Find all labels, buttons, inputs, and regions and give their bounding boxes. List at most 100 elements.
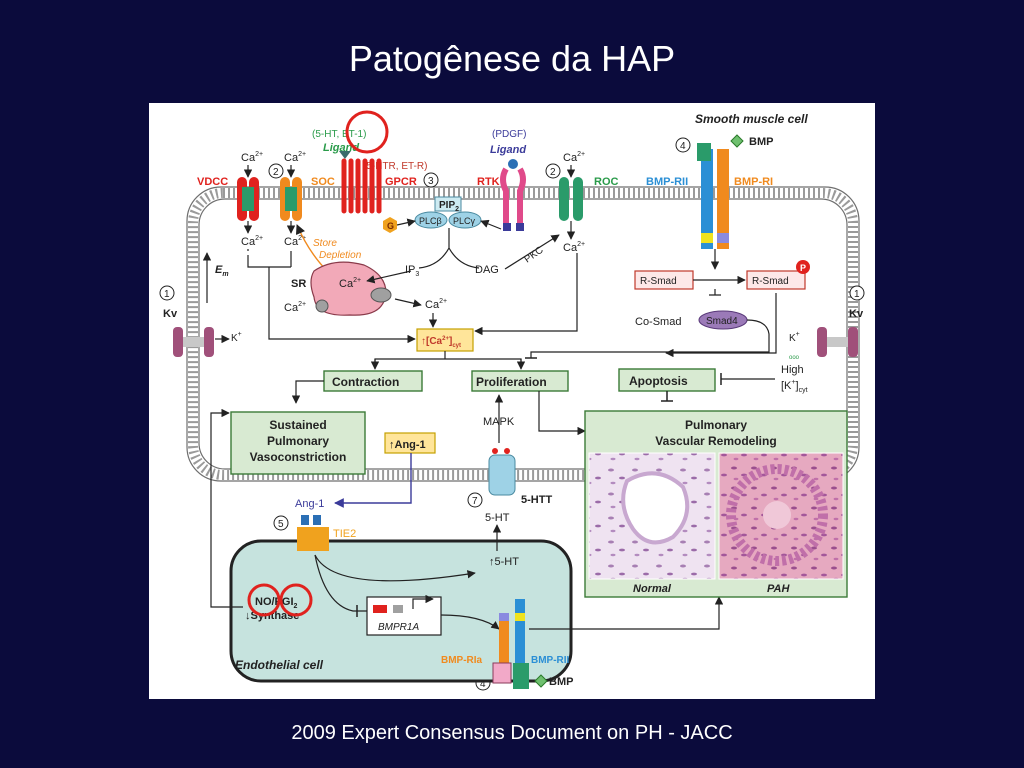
tie2-receptor [297, 527, 329, 551]
plc-gamma-label: PLCγ [453, 216, 476, 226]
normal-vessel-lumen [621, 471, 690, 545]
store-depletion-label-2: Depletion [319, 250, 362, 261]
sr-label: SR [291, 278, 306, 290]
remodeling-label-2: Vascular Remodeling [655, 434, 776, 448]
no-pgi-label: NO/PGI2 [255, 596, 298, 610]
r-smad-2-label: R-Smad [752, 276, 789, 287]
arrow-ang1 [334, 453, 412, 508]
proliferation-box [471, 370, 569, 392]
arrow-channels-cacyt [268, 267, 416, 344]
pip2-label: PIP2 [439, 200, 459, 213]
ligand-right-label: Ligand [490, 144, 526, 156]
bmp-r1a-ligand-site [492, 662, 512, 684]
pkc-label: PKC [522, 245, 545, 266]
bmp-r1a-receptor [499, 613, 509, 663]
store-depletion-label-1: Store [313, 238, 337, 249]
svg-text:2: 2 [273, 167, 279, 178]
tie2-block-1 [301, 515, 309, 525]
bmpr1a-gene-exon [393, 605, 403, 613]
five-htt-label: 5-HTT [521, 494, 552, 506]
slide-title: Patogênese da HAP [348, 38, 676, 79]
highlight-circle-ligand [345, 110, 389, 154]
phospho-badge [796, 260, 810, 274]
kv-left-channel-b [204, 327, 214, 357]
gpcr-receptor [341, 158, 382, 214]
pip2-box [434, 196, 462, 212]
ligand-right-icon [508, 159, 518, 169]
ca-vdcc-in: Ca2+ [241, 235, 263, 248]
bmp-r1a-label: BMP-RIa [441, 655, 483, 666]
ligand-left-icon [339, 151, 351, 159]
kv-left-label: Kv [163, 308, 178, 320]
svg-text:1: 1 [854, 289, 860, 300]
g-protein-label: G [387, 221, 394, 231]
sustained-label-2: Pulmonary [267, 434, 329, 448]
soc-pore [285, 187, 297, 211]
proliferation-label: Proliferation [476, 375, 547, 389]
svg-text:2: 2 [550, 167, 556, 178]
pathogenesis-figure: Smooth muscle cell (5-HT, ET-1) Ligand (… [149, 103, 875, 699]
roc-channel-left [559, 177, 569, 221]
five-htt-transporter [488, 454, 516, 496]
cacyt-split [374, 351, 522, 365]
five-ht-dot-1 [492, 448, 498, 454]
bmp-rii-bottom-kinase [515, 613, 525, 621]
soc-label: SOC [311, 176, 335, 188]
dag-label: DAG [475, 264, 499, 276]
ca-sr-pump: Ca2+ [284, 301, 306, 314]
kv-right-channel-a [817, 327, 827, 357]
bmp-rii-receptor-top [701, 149, 713, 249]
htr-label: (5-HTR, ET-R) [363, 161, 427, 172]
pah-vessel-wall [726, 464, 828, 566]
kv-right-label: Kv [849, 308, 864, 320]
bmp-r1a-kinase [499, 613, 509, 621]
sr-channel [370, 287, 392, 303]
bmp-top-icon [730, 134, 744, 148]
svg-text:5: 5 [278, 519, 284, 530]
co-smad-label: Co-Smad [635, 316, 681, 328]
ip3-label: IP3 [405, 264, 419, 278]
rtk-receptor [500, 167, 526, 231]
sustained-label-3: Vasoconstriction [250, 450, 347, 464]
sustained-vasoconstriction-box [230, 411, 366, 475]
r-smad-2-box [746, 270, 806, 290]
arrow-sr-release [394, 298, 422, 308]
kv-right-pore [827, 337, 848, 347]
ca-sr-release: Ca2+ [425, 298, 447, 311]
ang1-label: Ang-1 [295, 498, 324, 510]
bmpr1a-gene-arrow [412, 594, 434, 609]
arrow-dag-roc [504, 234, 560, 270]
bmp-ri-label: BMP-RI [734, 176, 773, 188]
arrow-rtk-plcg [480, 219, 502, 230]
arrow-roc-cacyt [474, 253, 578, 336]
pathway-diagram: Smooth muscle cell (5-HT, ET-1) Ligand (… [159, 110, 865, 691]
arrow-ip3-sr [366, 270, 412, 284]
five-ht-up-label: ↑5-HT [489, 556, 519, 568]
svg-text:4: 4 [680, 141, 686, 152]
pip2-split [418, 228, 480, 269]
ca-cyt-label: ↑[Ca2+]cyt [421, 336, 461, 349]
kv-right-channel-b [848, 327, 858, 357]
bmp-rii-bottom-label: BMP-RII [531, 655, 570, 666]
ligand-right-source: (PDGF) [492, 129, 526, 140]
ca-soc-in: Ca2+ [284, 235, 306, 248]
highlight-circle-no [247, 583, 281, 617]
marker-4-top: 4 [675, 137, 691, 153]
bmp-ri-kinase [717, 233, 729, 243]
arrow-bmp-remodeling [529, 596, 724, 630]
ang1-box-label: ↑Ang-1 [389, 439, 426, 451]
r-smad-1-label: R-Smad [640, 276, 677, 287]
endothelial-cell-label: Endothelial cell [235, 658, 324, 672]
normal-label: Normal [633, 583, 672, 595]
k-left: K+ [231, 331, 242, 344]
smooth-muscle-cell-label: Smooth muscle cell [695, 112, 808, 126]
inhibit-apoptosis-remodeling [661, 391, 673, 402]
kv-left-channel-a [173, 327, 183, 357]
marker-3: 3 [423, 172, 439, 188]
ca-soc-out: Ca2+ [284, 151, 306, 164]
rtk-kinase-right [516, 223, 524, 231]
arrow-contraction-vasoconstriction [291, 380, 324, 404]
marker-1-left: 1 [159, 285, 175, 301]
arrow-smad-apoptosis [665, 293, 777, 358]
vdcc-pore [242, 187, 254, 211]
